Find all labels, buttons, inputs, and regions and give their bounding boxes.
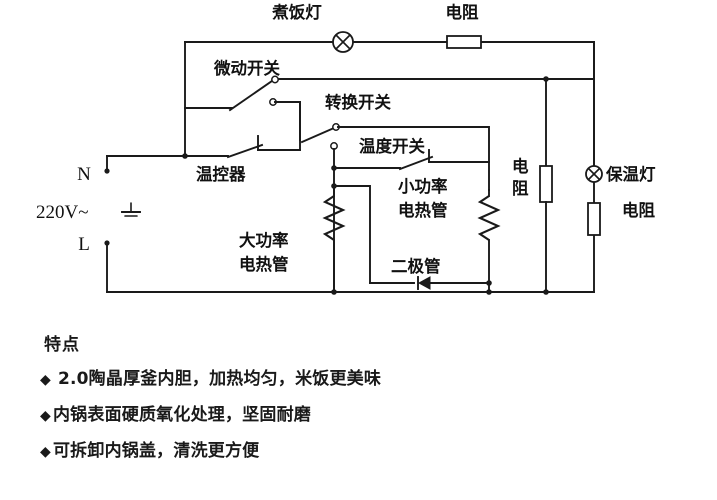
- junction-diode-right: [486, 280, 492, 286]
- junction-tempswitch-left: [331, 165, 337, 171]
- label-live: L: [78, 234, 90, 255]
- label-high-power-heater-2: 电热管: [239, 254, 289, 274]
- micro-switch-blade[interactable]: [228, 79, 274, 112]
- junction-diode-left: [331, 183, 337, 189]
- top-branch-wires: [184, 41, 595, 109]
- label-voltage: 220V~: [36, 202, 89, 223]
- input-live-wires: [104, 240, 595, 293]
- heating-coil-icon-low: [477, 195, 501, 241]
- heating-coil-icon-high: [322, 195, 346, 241]
- label-resistor-right: 电阻: [622, 200, 656, 220]
- micro-switch[interactable]: [184, 75, 301, 141]
- micro-switch-contact-upper: [271, 75, 279, 84]
- diode-branch: [331, 183, 492, 290]
- feature-item-1: ◆ 2.0陶晶厚釜内胆，加热均匀，米饭更美味: [40, 364, 717, 389]
- label-resistor-mid-1: 电: [512, 156, 529, 176]
- ground-icon: [121, 202, 141, 217]
- live-terminal-node: [104, 240, 110, 246]
- thermostat-blade[interactable]: [226, 143, 264, 159]
- label-low-power-heater-2: 电热管: [398, 200, 448, 220]
- resistor-middle: [539, 76, 553, 295]
- label-cook-lamp: 煮饭灯: [271, 2, 322, 22]
- label-warm-lamp: 保温灯: [605, 164, 656, 184]
- circuit-svg: 煮饭灯 电阻 微动开关 转换开关 温控器 温度开关 大功率 电热管 小功率 电热…: [36, 2, 656, 295]
- label-resistor-top: 电阻: [446, 2, 480, 22]
- temperature-switch-blade[interactable]: [398, 155, 434, 171]
- junction-bottom-lp: [486, 289, 492, 295]
- transfer-switch-blade[interactable]: [300, 126, 336, 144]
- label-neutral: N: [77, 164, 91, 185]
- feature-item-1-text: 2.0陶晶厚釜内胆，加热均匀，米饭更美味: [57, 369, 382, 389]
- label-resistor-mid-2: 阻: [512, 179, 529, 198]
- resistor-middle-icon: [539, 165, 553, 203]
- feature-item-3: ◆ 可拆卸内锅盖，清洗更方便: [40, 436, 717, 461]
- bullet-glyph-icon: ◆: [40, 444, 51, 460]
- label-diode: 二极管: [391, 256, 441, 276]
- feature-item-3-text: 可拆卸内锅盖，清洗更方便: [52, 441, 260, 461]
- circuit-diagram: 煮饭灯 电阻 微动开关 转换开关 温控器 温度开关 大功率 电热管 小功率 电热…: [36, 2, 656, 295]
- temperature-switch[interactable]: [331, 149, 490, 171]
- junction-resistor-mid-top: [543, 76, 549, 82]
- features-title: 特点: [44, 335, 80, 355]
- resistor-right-icon: [587, 202, 601, 236]
- input-neutral-wires: [104, 153, 188, 174]
- wire-micro-switch-lower-branch: [274, 101, 301, 141]
- wire-diode-left: [333, 185, 371, 284]
- diode-icon: [417, 276, 431, 290]
- features-section: 特点 ◆ 2.0陶晶厚釜内胆，加热均匀，米饭更美味 ◆ 内锅表面硬质氧化处理，坚…: [0, 318, 717, 500]
- bullet-glyph-icon: ◆: [40, 408, 51, 424]
- label-high-power-heater-1: 大功率: [239, 230, 289, 250]
- junction-thermostat-left: [182, 153, 188, 159]
- feature-item-2-text: 内锅表面硬质氧化处理，坚固耐磨: [52, 405, 311, 425]
- low-power-heater: [477, 189, 501, 293]
- label-low-power-heater-1: 小功率: [398, 176, 448, 196]
- thermostat[interactable]: [184, 101, 301, 159]
- junction-resistor-mid-bottom: [543, 289, 549, 295]
- label-transfer-switch: 转换开关: [325, 92, 392, 112]
- feature-item-2: ◆ 内锅表面硬质氧化处理，坚固耐磨: [40, 400, 717, 425]
- label-micro-switch: 微动开关: [213, 58, 281, 78]
- warm-lamp-icon: [585, 165, 603, 183]
- cook-lamp-icon: [332, 31, 354, 53]
- junction-bottom-hp: [331, 289, 337, 295]
- label-thermostat: 温控器: [196, 164, 246, 184]
- resistor-top-icon: [446, 35, 482, 49]
- bullet-glyph-icon: ◆: [40, 372, 51, 388]
- neutral-terminal-node: [104, 168, 110, 174]
- wire-transfer-to-lowpower: [337, 126, 490, 191]
- label-temperature-switch: 温度开关: [359, 136, 426, 156]
